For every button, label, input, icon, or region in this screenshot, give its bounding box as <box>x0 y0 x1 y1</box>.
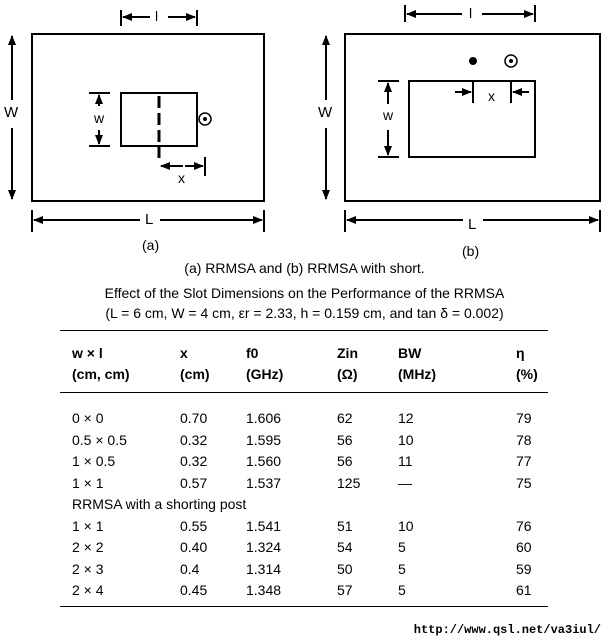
panel-b-label-w: w <box>383 107 394 123</box>
table-cell: 77 <box>516 453 532 469</box>
table-cell: 1 × 1 <box>72 517 104 534</box>
table-cell: 10 <box>398 517 414 534</box>
panel-a-label-w: w <box>94 110 105 126</box>
table-cell: 1 × 1 <box>72 474 104 491</box>
table-row: 2 × 2 0.40 1.324 54 5 60 <box>60 539 548 559</box>
table-cell: 12 <box>398 410 414 426</box>
table-cell: 2 × 4 <box>72 582 104 598</box>
feed-point-a-icon <box>198 112 212 126</box>
slot-a <box>120 92 198 147</box>
table-cell: 1.348 <box>246 582 282 598</box>
table-cell: 0.32 <box>180 453 208 469</box>
table-row: 0.5 × 0.5 0.32 1.595 56 10 78 <box>60 432 548 452</box>
table-cell: 0.45 <box>180 582 208 598</box>
table-cell: 0.4 <box>180 560 200 577</box>
header-1-bottom: (cm) <box>180 366 210 382</box>
section-label-text: RRMSA with a shorting post <box>72 496 247 512</box>
header-3-top: Zin <box>337 345 358 361</box>
table-cell: 1.324 <box>246 539 282 555</box>
table-cell: 0.32 <box>180 431 208 448</box>
panel-b-drawing <box>322 5 601 232</box>
table-cell: 76 <box>516 517 532 534</box>
table-cell: 62 <box>337 410 353 426</box>
panel-b-label-L: L <box>468 216 477 233</box>
table-cell: 0 × 0 <box>72 410 104 426</box>
table-row: 2 × 3 0.4 1.314 50 5 59 <box>60 561 548 581</box>
table-cell: 56 <box>337 431 353 448</box>
panel-a-label-l: l <box>155 8 159 24</box>
table-cell: 1.541 <box>246 517 282 534</box>
panel-a-drawing <box>7 10 265 232</box>
panel-b-caption: (b) <box>462 243 480 259</box>
table-cell: 1.314 <box>246 560 282 577</box>
panel-b-label-x: x <box>488 88 495 104</box>
table-cell: 0.40 <box>180 539 208 555</box>
header-0-bottom: (cm, cm) <box>72 366 130 382</box>
header-2-bottom: (GHz) <box>246 366 284 382</box>
header-1-top: x <box>180 345 188 361</box>
header-3-bottom: (Ω) <box>337 366 358 382</box>
patch-a <box>31 33 265 202</box>
table-cell: 5 <box>398 560 406 577</box>
table-cell: 61 <box>516 582 532 598</box>
table-cell: 57 <box>337 582 353 598</box>
table-row: 1 × 1 0.57 1.537 125 — 75 <box>60 475 548 495</box>
header-5-top: η <box>516 345 525 361</box>
header-rule <box>60 392 548 393</box>
table-cell: 56 <box>337 453 353 469</box>
table-row: 2 × 4 0.45 1.348 57 5 61 <box>60 582 548 602</box>
table-cell: 5 <box>398 582 406 598</box>
table-cell: 54 <box>337 539 353 555</box>
panel-a-caption: (a) <box>142 237 160 253</box>
panel-a-label-L: L <box>145 211 154 228</box>
table-cell: 0.55 <box>180 517 208 534</box>
table-cell: 5 <box>398 539 406 555</box>
table-cell: 0.70 <box>180 410 208 426</box>
table-cell: 1.537 <box>246 474 282 491</box>
table-subtitle: (L = 6 cm, W = 4 cm, εr = 2.33, h = 0.15… <box>105 305 504 321</box>
table-cell: 51 <box>337 517 353 534</box>
results-table <box>60 330 548 607</box>
panel-a-label-x: x <box>178 170 185 186</box>
table-row: 0 × 0 0.70 1.606 62 12 79 <box>60 410 548 430</box>
shorting-post-icon <box>469 57 477 65</box>
header-2-top: f0 <box>246 345 259 361</box>
header-5-bottom: (%) <box>516 366 538 382</box>
table-cell: 1.606 <box>246 410 282 426</box>
section-label: RRMSA with a shorting post <box>60 496 548 516</box>
table-cell: — <box>398 474 412 491</box>
table-cell: 78 <box>516 431 532 448</box>
table-cell: 2 × 2 <box>72 539 104 555</box>
table-cell: 125 <box>337 474 361 491</box>
panel-a-label-W: W <box>4 104 19 121</box>
panel-b-label-l: l <box>469 5 473 21</box>
table-cell: 1.595 <box>246 431 282 448</box>
table-row: 1 × 0.5 0.32 1.560 56 11 77 <box>60 453 548 473</box>
table-cell: 79 <box>516 410 532 426</box>
feed-point-b-icon <box>504 54 518 68</box>
header-0-top: w × l <box>72 345 103 361</box>
table-cell: 50 <box>337 560 353 577</box>
table-cell: 1.560 <box>246 453 282 469</box>
table-cell: 2 × 3 <box>72 560 104 577</box>
panel-b-label-W: W <box>318 104 333 121</box>
header-4-top: BW <box>398 345 422 361</box>
antenna-figure <box>7 5 601 232</box>
patch-b <box>344 33 601 202</box>
table-cell: 0.57 <box>180 474 208 491</box>
figure-caption: (a) RRMSA and (b) RRMSA with short. <box>184 260 425 276</box>
table-cell: 75 <box>516 474 532 491</box>
table-cell: 60 <box>516 539 532 555</box>
table-cell: 59 <box>516 560 532 577</box>
header-4-bottom: (MHz) <box>398 366 437 382</box>
source-url: http://www.qsl.net/va3iul/ <box>413 623 601 637</box>
table-cell: 1 × 0.5 <box>72 453 116 469</box>
table-cell: 10 <box>398 431 414 448</box>
table-title: Effect of the Slot Dimensions on the Per… <box>104 285 505 301</box>
table-cell: 0.5 × 0.5 <box>72 431 127 448</box>
table-cell: 11 <box>398 453 413 469</box>
table-row: 1 × 1 0.55 1.541 51 10 76 <box>60 518 548 538</box>
